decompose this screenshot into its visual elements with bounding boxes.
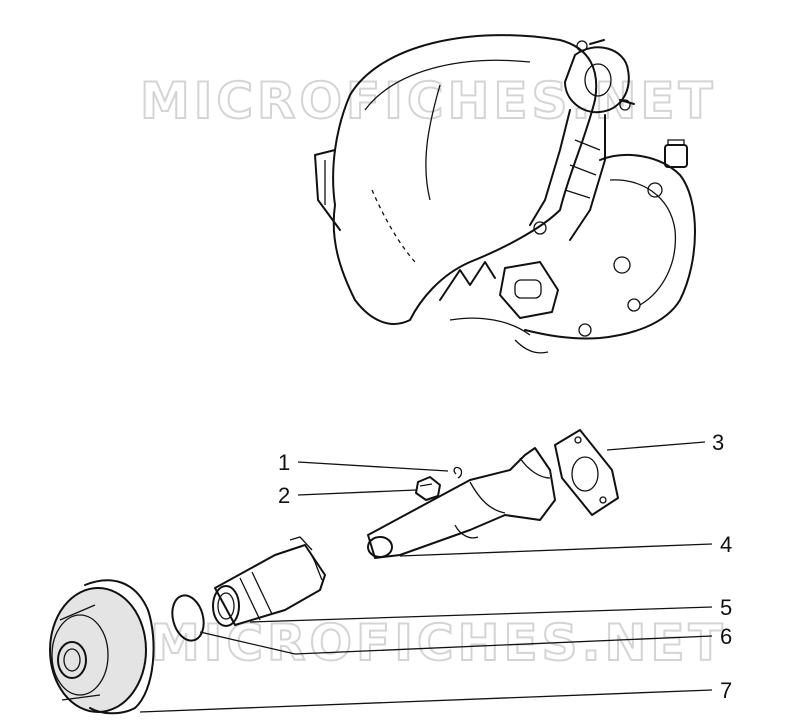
leader-3 xyxy=(606,441,706,451)
leader-7 xyxy=(139,689,713,713)
part-6-ring xyxy=(171,594,205,642)
part-4-exhaust-pipe xyxy=(367,447,556,559)
part-1-clip xyxy=(453,466,463,479)
leader-2 xyxy=(297,489,417,496)
leader-1 xyxy=(297,461,449,472)
part-5-sleeve xyxy=(212,536,326,627)
callout-5: 5 xyxy=(720,595,732,620)
leader-5 xyxy=(249,606,713,623)
watermark-bottom: MICROFICHES.NET xyxy=(150,614,727,672)
callout-2: 2 xyxy=(278,483,290,508)
callout-1: 1 xyxy=(278,450,290,475)
callout-3: 3 xyxy=(712,430,724,455)
part-2-nut xyxy=(415,476,441,501)
leader-6 xyxy=(199,631,713,655)
leader-4 xyxy=(399,543,713,557)
callout-7: 7 xyxy=(720,678,732,703)
part-3-gasket xyxy=(554,429,619,516)
part-7-silencer xyxy=(49,579,155,715)
watermark-top: MICROFICHES.NET xyxy=(140,72,717,130)
engine-block-illustration xyxy=(314,34,696,354)
callout-6: 6 xyxy=(720,624,732,649)
callout-4: 4 xyxy=(720,532,732,557)
